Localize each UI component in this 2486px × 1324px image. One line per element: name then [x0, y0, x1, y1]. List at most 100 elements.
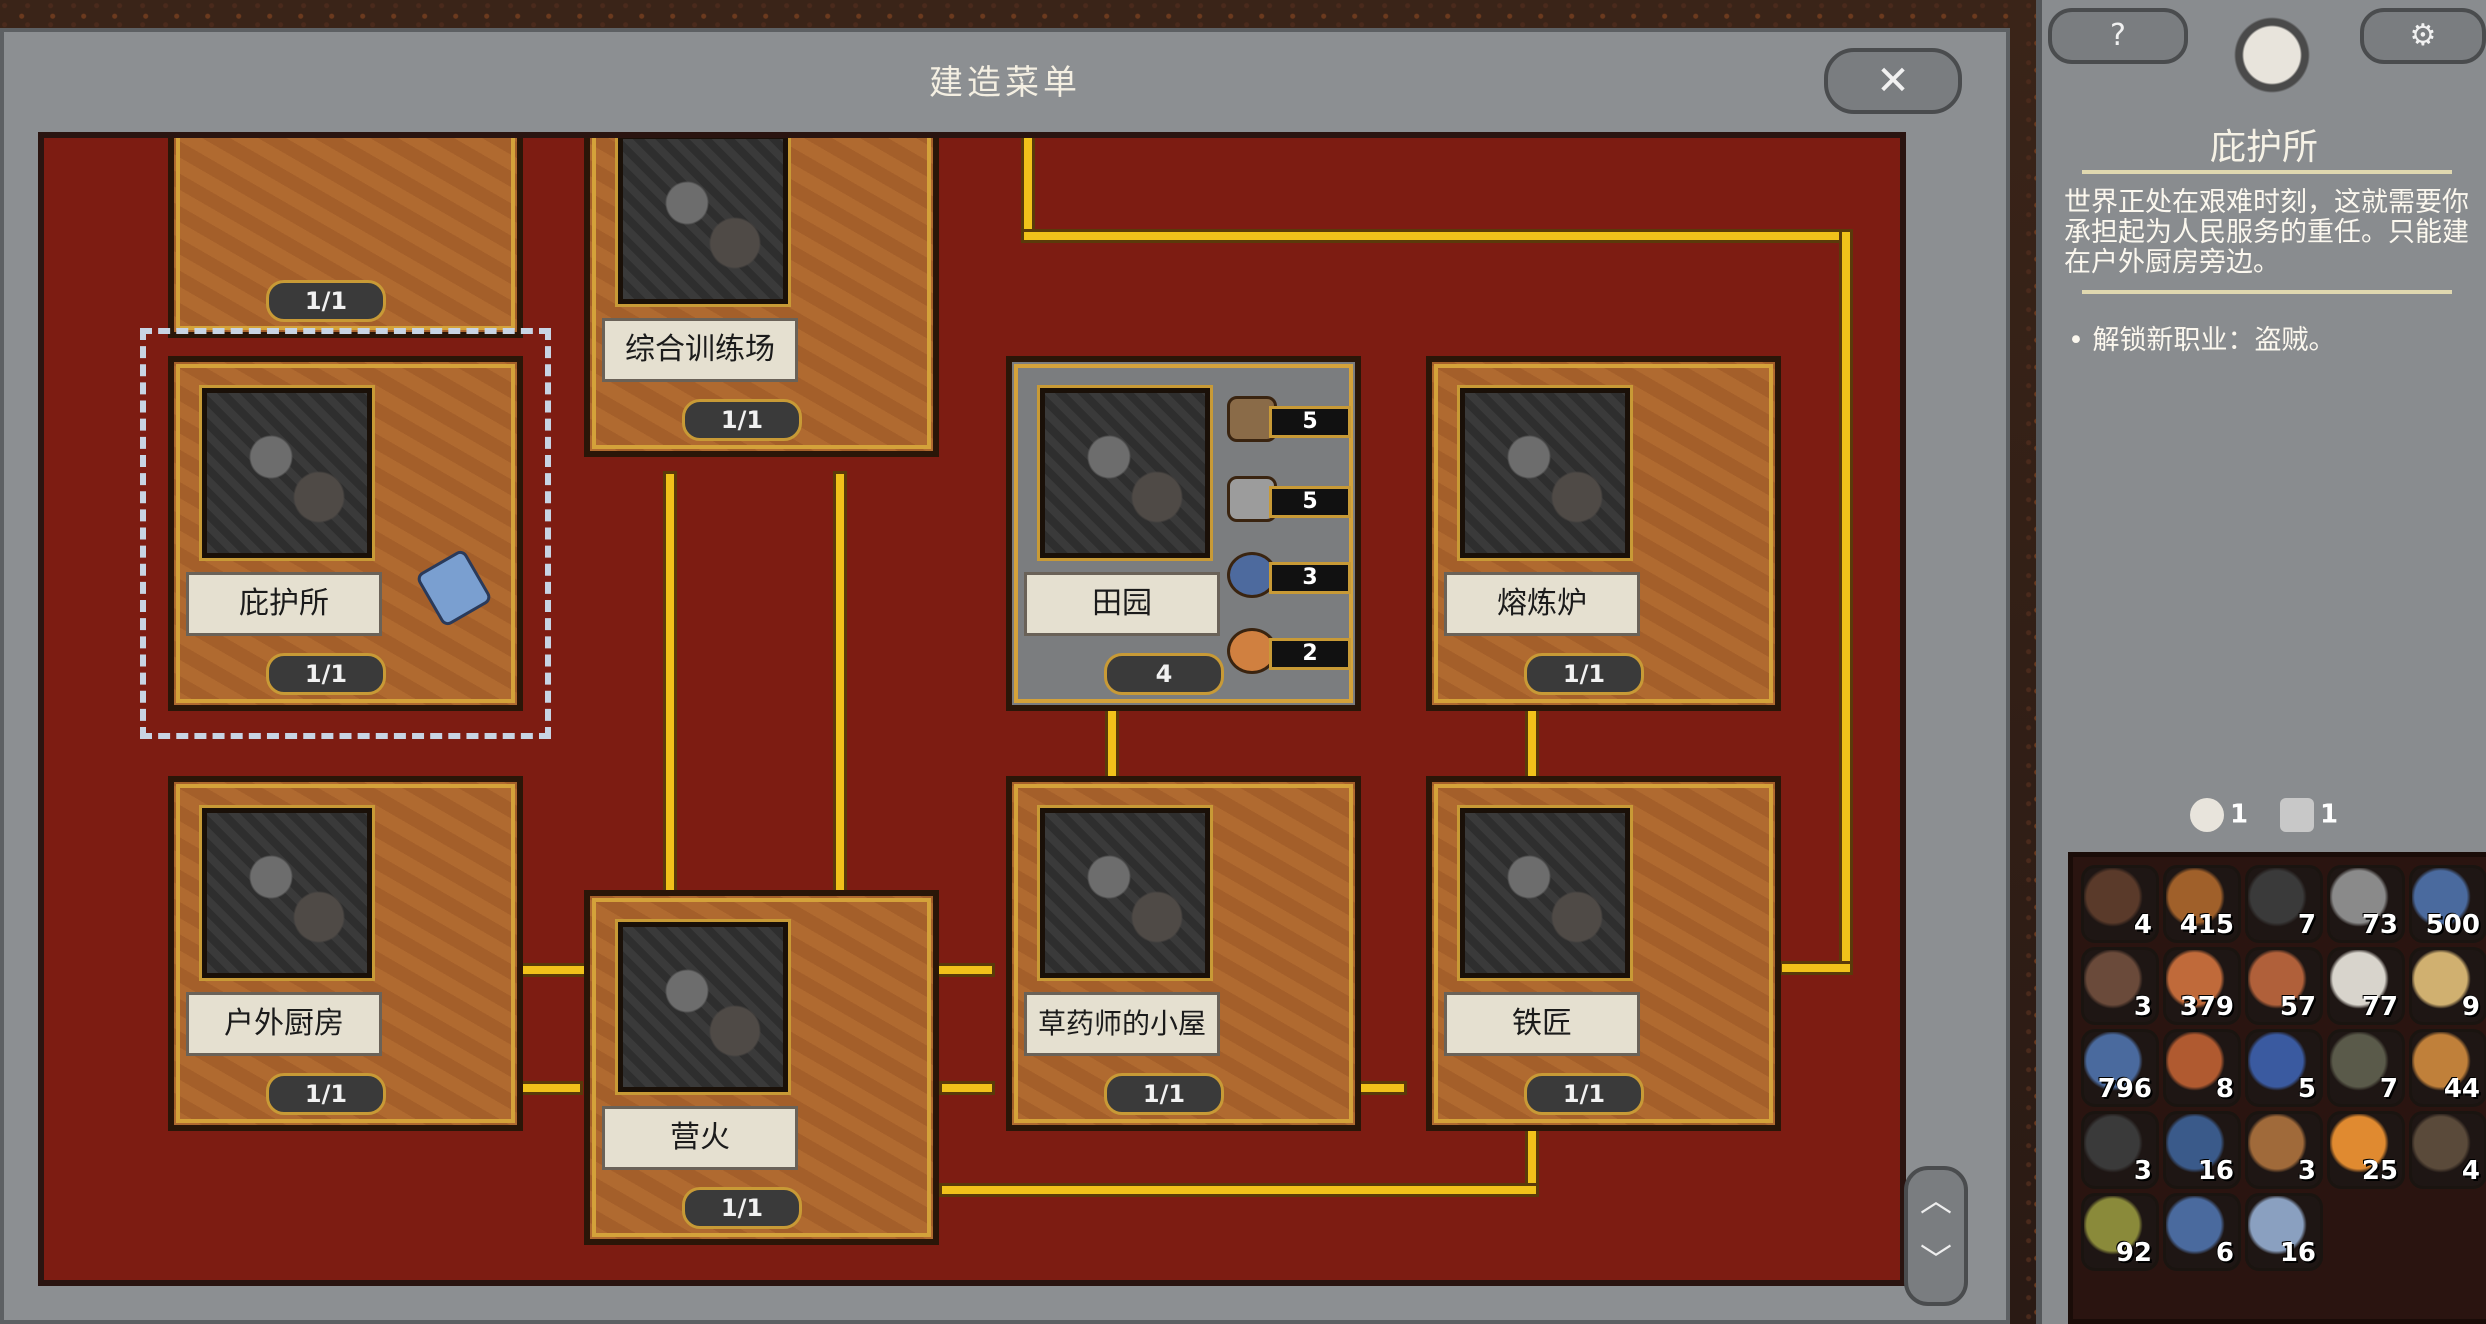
connector: [666, 474, 674, 974]
count-badge: 1/1: [682, 1187, 802, 1229]
item-quantity: 3: [2297, 1156, 2316, 1186]
inventory-slot[interactable]: 3: [2245, 1111, 2323, 1189]
item-quantity: 379: [2179, 992, 2234, 1022]
item-quantity: 44: [2443, 1074, 2480, 1104]
panel-description: 世界正处在艰难时刻，这就需要你 承担起为人民服务的重任。只能建 在户外厨房旁边。: [2064, 188, 2469, 278]
scroll-up-icon[interactable]: ︿: [1919, 1181, 1952, 1219]
panel-title: 庇护所: [2209, 127, 2318, 168]
connector: [1108, 710, 1116, 776]
item-quantity: 25: [2361, 1156, 2398, 1186]
connector: [1348, 1084, 1404, 1092]
creature-icon: [2280, 798, 2314, 832]
count-badge: 1/1: [1524, 1073, 1644, 1115]
inventory-slot[interactable]: 4: [2081, 865, 2159, 943]
item-quantity: 6: [2215, 1238, 2234, 1268]
building-card-campfire[interactable]: 营火 1/1: [584, 890, 939, 1245]
item-quantity: 5: [2297, 1074, 2316, 1104]
inventory-slot[interactable]: 92: [2081, 1193, 2159, 1271]
inventory-slot[interactable]: 16: [2245, 1193, 2323, 1271]
inventory-slot[interactable]: 7: [2327, 1029, 2405, 1107]
help-button[interactable]: ?: [2048, 8, 2188, 64]
gear-icon: ⚙: [2409, 18, 2437, 53]
rogue-icon: [414, 548, 494, 628]
inventory-slot[interactable]: 9: [2409, 947, 2486, 1025]
inventory-slot[interactable]: 16: [2163, 1111, 2241, 1189]
inventory-slot[interactable]: 8: [2163, 1029, 2241, 1107]
help-icon: ?: [2110, 18, 2126, 53]
scroll-down-icon[interactable]: ﹀: [1919, 1241, 1952, 1279]
building-card-farm[interactable]: 5 5 3 2 田园 4: [1006, 356, 1361, 711]
cost-orb: 3: [1227, 552, 1352, 598]
inventory-slot[interactable]: 4: [2409, 1111, 2486, 1189]
building-label: 庇护所: [186, 572, 382, 636]
inventory-slot[interactable]: 500: [2409, 865, 2486, 943]
inventory-slot[interactable]: 415: [2163, 865, 2241, 943]
inventory-slot[interactable]: 6: [2163, 1193, 2241, 1271]
building-tree: 1/1 综合训练场 1/1 庇护所 1/1 5 5 3 2 田园 4 熔炼炉: [38, 132, 1906, 1286]
building-card-smelter[interactable]: 熔炼炉 1/1: [1426, 356, 1781, 711]
building-thumbnail: [615, 138, 791, 307]
inventory-slot[interactable]: 379: [2163, 947, 2241, 1025]
inventory-slot[interactable]: 5: [2245, 1029, 2323, 1107]
info-panel: ? ⚙ 庇护所 世界正处在艰难时刻，这就需要你 承担起为人民服务的重任。只能建 …: [2036, 0, 2486, 1324]
building-card[interactable]: 1/1: [168, 138, 523, 338]
inventory-slot[interactable]: 3: [2081, 947, 2159, 1025]
cost-stone: 5: [1227, 476, 1352, 522]
item-quantity: 77: [2361, 992, 2398, 1022]
building-card-shelter[interactable]: 庇护所 1/1: [140, 328, 551, 739]
skull-ornament-icon: [2224, 0, 2320, 110]
inventory-slot[interactable]: 25: [2327, 1111, 2405, 1189]
building-thumbnail: [1037, 385, 1213, 561]
item-quantity: 3: [2133, 1156, 2152, 1186]
settings-button[interactable]: ⚙: [2360, 8, 2486, 64]
count-badge: 1/1: [266, 653, 386, 695]
close-icon: ✕: [1876, 58, 1910, 104]
connector: [1528, 710, 1536, 776]
cost-wood: 5: [1227, 396, 1352, 442]
item-quantity: 796: [2097, 1074, 2152, 1104]
building-card-smith[interactable]: 铁匠 1/1: [1426, 776, 1781, 1131]
build-menu-window: 建造菜单 ✕ 1/1 综合训练场 1/1: [0, 28, 2010, 1324]
building-card-herbalist[interactable]: 草药师的小屋 1/1: [1006, 776, 1361, 1131]
item-quantity: 16: [2197, 1156, 2234, 1186]
skull-icon: [2190, 798, 2224, 832]
inventory-slot[interactable]: 77: [2327, 947, 2405, 1025]
building-label: 熔炼炉: [1444, 572, 1640, 636]
connector: [942, 1186, 1536, 1194]
inventory-slot[interactable]: 796: [2081, 1029, 2159, 1107]
close-button[interactable]: ✕: [1824, 48, 1962, 114]
inventory-slot[interactable]: 73: [2327, 865, 2405, 943]
item-quantity: 9: [2461, 992, 2480, 1022]
building-card-kitchen[interactable]: 户外厨房 1/1: [168, 776, 523, 1131]
count-badge: 4: [1104, 653, 1224, 695]
building-card-training[interactable]: 综合训练场 1/1: [584, 138, 939, 457]
item-quantity: 415: [2179, 910, 2234, 940]
inventory-slot[interactable]: 57: [2245, 947, 2323, 1025]
connector: [1782, 964, 1850, 972]
building-thumbnail: [1037, 805, 1213, 981]
item-quantity: 500: [2425, 910, 2480, 940]
item-quantity: 73: [2361, 910, 2398, 940]
connector: [1528, 1126, 1536, 1194]
building-thumbnail: [1457, 805, 1633, 981]
inventory-slot[interactable]: 44: [2409, 1029, 2486, 1107]
building-thumbnail: [199, 385, 375, 561]
item-quantity: 57: [2279, 992, 2316, 1022]
connector: [1024, 138, 1032, 236]
building-label: 综合训练场: [602, 318, 798, 382]
item-quantity: 16: [2279, 1238, 2316, 1268]
building-label: 户外厨房: [186, 992, 382, 1056]
count-badge: 1/1: [266, 280, 386, 322]
sphere-icon: [1227, 628, 1277, 674]
inventory-slot[interactable]: 3: [2081, 1111, 2159, 1189]
item-quantity: 8: [2215, 1074, 2234, 1104]
orb-icon: [1227, 552, 1277, 598]
stat-skull: 1: [2190, 798, 2248, 836]
building-label: 田园: [1024, 572, 1220, 636]
scroll-control[interactable]: ︿ ﹀: [1904, 1166, 1968, 1306]
inventory-slot[interactable]: 7: [2245, 865, 2323, 943]
stat-creature: 1: [2280, 798, 2338, 836]
item-quantity: 3: [2133, 992, 2152, 1022]
connector: [1842, 232, 1850, 972]
